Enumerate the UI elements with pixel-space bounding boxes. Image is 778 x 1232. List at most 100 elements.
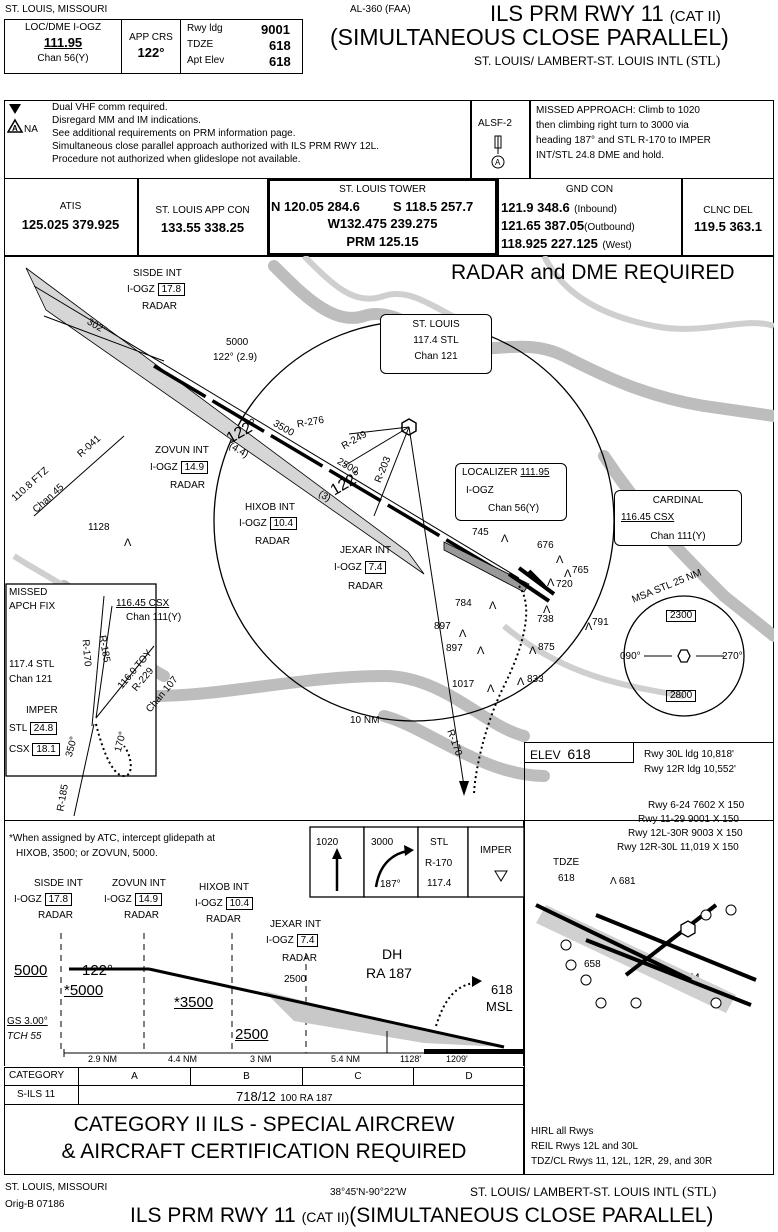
profile-view [4,821,524,1066]
ad-658: 658 [584,959,601,970]
inset-missed: MISSED [9,587,48,598]
ma-1020: 1020 [316,837,339,848]
svg-text:Λ: Λ [585,621,593,633]
loc-box: LOC/DME I-OGZ 111.95 Chan 56(Y) [4,19,122,74]
notes-box [4,100,774,178]
app-freq: 133.55 338.25 [160,220,245,235]
hixob-radar: RADAR [255,536,291,547]
plan-alt-5000: 5000 [226,337,249,348]
jexar-radar: RADAR [348,581,384,592]
inset-imper: IMPER [26,705,58,716]
loc-feather [443,541,530,593]
obs-738: 738 [537,614,554,625]
obs-720: 720 [556,579,573,590]
prof-zovun-dme: I-OGZ 14.9 [104,893,163,906]
prof-alt-5000b: *5000 [64,982,104,999]
airport-runways-drawing [535,903,757,1013]
seg-1: 2.9 NM [88,1054,118,1064]
cat2-line-2: & AIRCRAFT CERTIFICATION REQUIRED [61,1140,467,1163]
sisde-radar: RADAR [142,301,178,312]
notes-icons: A [7,104,24,133]
302-leg [43,315,165,362]
prof-hixob-dme: I-OGZ 10.4 [195,897,254,910]
footer-orig: Orig-B 07186 [5,1199,65,1210]
notes-divider-2 [529,100,531,178]
loc-label: LOC/DME I-OGZ [24,22,102,33]
min-values: 718/12 100 RA 187 [236,1089,333,1104]
missed-1: MISSED APPROACH: Climb to 1020 [536,105,700,116]
hixob-ogz: I-OGZ 10.4 [239,517,298,530]
gnd-label: GND CON [565,184,614,195]
min-cat-a: A [131,1071,138,1082]
ma-imper: IMPER [480,845,512,856]
ad-rwy30l: Rwy 30L ldg 10,818' [644,749,734,760]
prof-618: 618 [491,982,513,997]
prof-alt-2500a: 2500 [284,974,307,985]
inset-r229 [95,645,155,719]
footer-coords: 38°45'N-90°22'W [330,1187,407,1198]
prof-jexar-dme: I-OGZ 7.4 [266,934,319,947]
cardinal-box: CARDINAL 116.45 CSX Chan 111(Y) [614,490,742,546]
gnd-3: 118.925 227.125 (West) [501,236,632,251]
msa-2300: 2300 [666,610,697,622]
prof-sisde-dme: I-OGZ 17.8 [14,893,73,906]
cardinal-name: CARDINAL [652,495,704,506]
seg-5: 1128' [400,1054,422,1064]
loc-chan: Chan 56(Y) [37,53,89,64]
min-sils: S-ILS 11 [17,1089,56,1100]
ma-box-2 [363,826,419,898]
atis-label: ATIS [59,201,82,212]
chart-subtitle: (SIMULTANEOUS CLOSE PARALLEL) [330,24,729,50]
min-row-div [4,1085,524,1087]
prof-jexar: JEXAR INT [270,919,322,930]
rwy-ldg: 9001 [261,22,290,37]
prof-gs: GS 3.00° [7,1016,48,1027]
svg-text:Λ: Λ [547,577,555,589]
ten-nm-label: 10 NM [350,715,380,726]
ad-tdze: TDZE [553,857,580,868]
title-text: ILS PRM RWY 11 [490,1,664,26]
min-col-c [302,1067,304,1085]
rwy-ldg-label: Rwy ldg [187,23,223,34]
svg-text:Λ: Λ [487,683,495,695]
ma-box-3 [417,826,469,898]
obs-784: 784 [455,598,472,609]
cardinal-freq: 116.45 CSX [621,512,675,523]
tower-w: W132.475 239.275 [327,216,438,231]
ad-rwy-11-29 [535,903,692,982]
obs-1128-sym: Λ [124,537,132,549]
min-cat-b: B [243,1071,250,1082]
triangle-t-icon [9,104,21,114]
app-label: ST. LOUIS APP CON [155,205,250,216]
inset-r185b [73,723,95,817]
prof-crs-122: 122° [82,962,114,979]
clnc-freq: 119.5 363.1 [694,219,762,234]
inset-apch-fix: APCH FIX [9,601,56,612]
jexar-ogz: I-OGZ 7.4 [334,561,387,574]
ad-rwy12r: Rwy 12R ldg 10,552' [644,764,736,775]
msa-2800: 2800 [666,690,697,702]
seg-2: 4.4 NM [168,1054,198,1064]
na-label: NA [24,124,38,135]
r170-arrow [459,781,469,796]
inset-stl-dme: STL 24.8 [9,722,58,735]
r203-line [373,426,410,517]
inset-csx: 116.45 CSX [116,598,170,609]
obs-833: 833 [527,674,544,685]
note-3: See additional requirements on PRM infor… [52,128,296,139]
inset-stl: 117.4 STL [9,659,55,670]
svg-text:Λ: Λ [477,645,485,657]
svg-text:A: A [12,124,18,133]
prm-freq: PRM 125.15 [346,234,419,249]
obs-875: 875 [538,642,555,653]
ma-r170: R-170 [425,858,453,869]
min-col-d [413,1067,415,1085]
app-crs-label: APP CRS [129,32,173,43]
atis-freq: 125.025 379.925 [21,217,120,232]
ad-tdzcl: TDZ/CL Rwys 11, 12L, 12R, 29, and 30R [531,1156,713,1167]
ad-reil: REIL Rwys 12L and 30L [531,1141,639,1152]
ma-box-4 [467,826,524,898]
note-5: Procedure not authorized when glideslope… [52,154,301,165]
obs-676: 676 [537,540,554,551]
tower-label: ST. LOUIS TOWER [339,184,426,195]
